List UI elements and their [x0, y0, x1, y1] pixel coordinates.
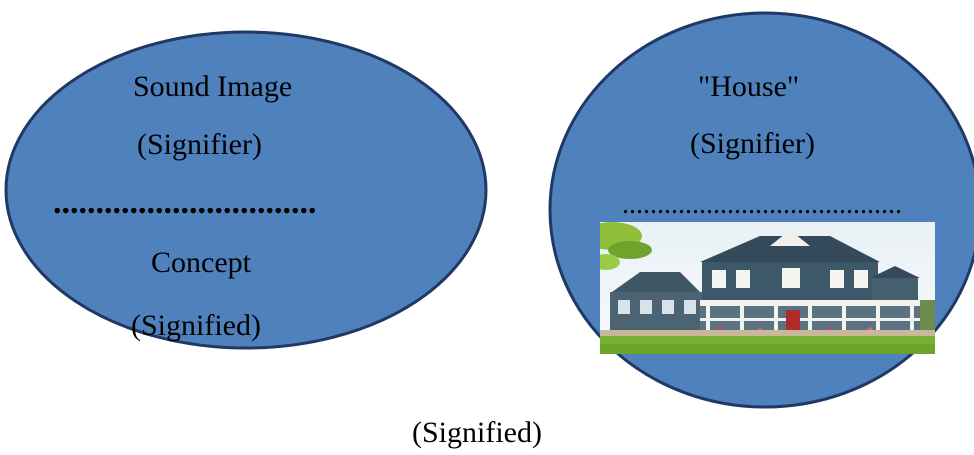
left-divider: ...............................	[53, 186, 317, 220]
left-signifier-label: (Signifier)	[137, 128, 262, 161]
tree-icon	[600, 222, 652, 270]
right-signifier-label: (Signifier)	[690, 127, 815, 160]
house-photo	[600, 222, 935, 354]
left-signified-title: Concept	[151, 246, 251, 279]
left-signified-label: (Signified)	[131, 309, 261, 342]
left-ellipse	[4, 30, 488, 350]
right-divider: ........................................	[622, 189, 902, 220]
right-signifier-title: "House"	[698, 70, 800, 103]
left-signifier-title: Sound Image	[133, 70, 293, 103]
bottom-signified-label: (Signified)	[412, 416, 542, 449]
